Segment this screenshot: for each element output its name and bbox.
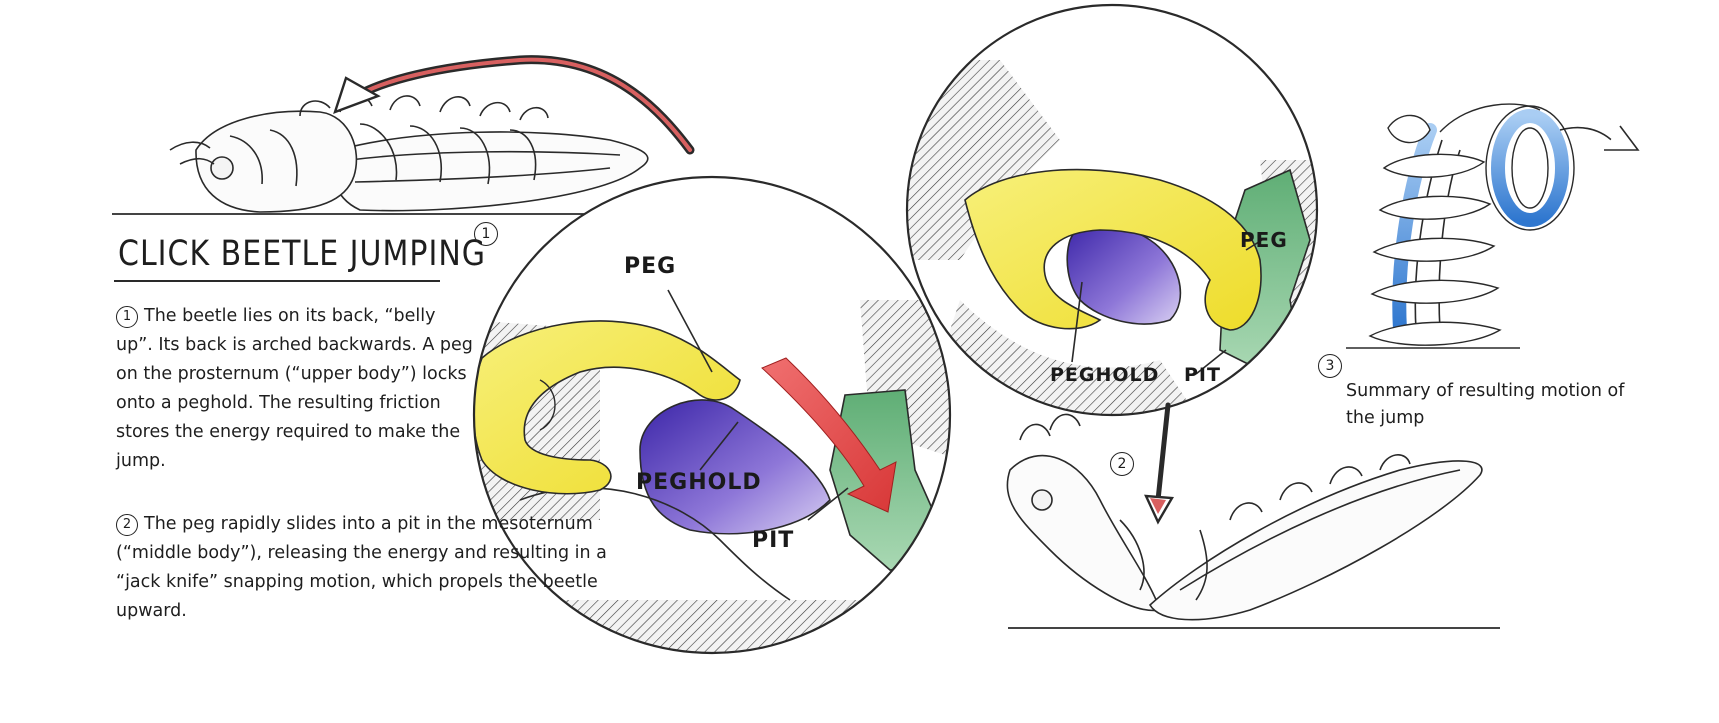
pit-label-2: PIT (1184, 364, 1221, 386)
peghold-label-2: PEGHOLD (1050, 364, 1160, 386)
page-title: CLICK BEETLE JUMPING (118, 234, 487, 275)
title-underline (114, 280, 440, 282)
pit-label-1: PIT (752, 528, 795, 553)
step-2-marker: 2 (1110, 452, 1134, 476)
beetle-belly-up-illustration (112, 95, 649, 215)
step-1-number: 1 (116, 306, 138, 328)
step-3-description: Summary of resulting motion of the jump (1346, 381, 1625, 428)
step-2-number: 2 (116, 514, 138, 536)
peg-label-2: PEG (1240, 228, 1288, 252)
peghold-label-1: PEGHOLD (636, 470, 762, 495)
arrow-to-bottom-beetle (1155, 402, 1171, 503)
peg-shape-2 (964, 168, 1262, 331)
zoom-circle-2 (905, 3, 1319, 417)
peghold-shape-1 (639, 399, 831, 535)
step-3-marker: 3 (1318, 354, 1342, 378)
step-2-text: The peg rapidly slides into a pit in the… (116, 514, 607, 621)
step-1-marker: 1 (474, 222, 498, 246)
peg-label-1: PEG (624, 254, 677, 279)
jump-motion-summary-illustration (1346, 103, 1640, 349)
slide-arrow (761, 357, 897, 513)
peg-shape-1 (474, 320, 741, 495)
beetle-jackknife-illustration (1006, 413, 1500, 629)
arrowhead-to-beetle (333, 76, 381, 114)
step-1-text: The beetle lies on its back, “belly up”.… (116, 306, 473, 471)
zoom-circle-1 (472, 175, 952, 655)
